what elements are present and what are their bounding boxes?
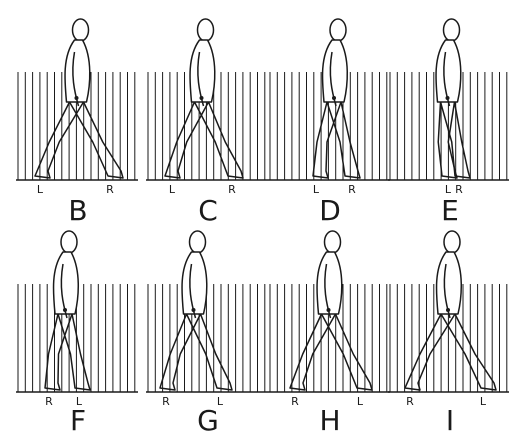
arm	[324, 263, 332, 319]
walking-figure	[159, 230, 233, 391]
center-of-mass-marker	[63, 308, 67, 312]
right-leg	[439, 101, 471, 179]
legs	[34, 101, 124, 179]
walking-figure	[289, 230, 373, 391]
legs	[312, 101, 361, 179]
legs	[44, 313, 91, 391]
arm	[443, 263, 451, 319]
center-of-mass-marker	[191, 308, 196, 312]
walking-figure	[312, 18, 361, 179]
walking-figure	[34, 18, 124, 179]
reference-grid	[389, 72, 508, 180]
right-foot-label: R	[348, 183, 356, 196]
panel-letter: B	[68, 194, 87, 227]
center-of-mass-marker	[445, 96, 450, 100]
left-foot-label: L	[357, 395, 364, 408]
reference-grid	[269, 72, 388, 180]
center-of-mass-marker	[199, 96, 204, 100]
center-of-mass-marker	[74, 96, 79, 100]
panel-letter: G	[197, 404, 219, 437]
walking-figure	[44, 230, 91, 391]
right-foot-label: R	[228, 183, 236, 196]
left-leg	[34, 101, 85, 179]
arm	[329, 51, 337, 107]
legs	[437, 101, 471, 179]
center-of-mass-marker	[326, 308, 331, 312]
left-foot-label: L	[169, 183, 176, 196]
panel-letter: F	[70, 404, 86, 437]
arm	[443, 51, 451, 107]
right-leg	[159, 313, 202, 391]
reference-grid	[269, 284, 388, 392]
center-of-mass-marker	[446, 308, 450, 312]
walking-figure	[164, 18, 244, 179]
legs	[164, 101, 244, 179]
gait-panel-h: LRH	[268, 230, 390, 437]
gait-panel-i: LRI	[388, 230, 509, 437]
left-foot-label: L	[37, 183, 44, 196]
left-leg	[164, 101, 210, 179]
panel-letter: C	[198, 194, 218, 227]
left-leg	[320, 313, 373, 391]
legs	[404, 313, 497, 391]
arm	[189, 263, 197, 319]
right-foot-label: R	[162, 395, 170, 408]
arm	[72, 51, 80, 107]
gait-panel-c: L RC	[146, 18, 268, 227]
right-leg	[193, 101, 244, 179]
right-foot-label: R	[455, 183, 463, 196]
gait-panel-d: L RD	[268, 18, 390, 227]
right-leg	[326, 101, 361, 179]
panel-letter: D	[319, 194, 341, 227]
reference-grid	[17, 72, 136, 180]
right-foot-label: R	[106, 183, 114, 196]
right-foot-label: R	[45, 395, 53, 408]
arm	[60, 263, 68, 319]
walking-figure	[404, 230, 497, 391]
left-foot-label: L	[313, 183, 320, 196]
panel-letter: H	[319, 404, 340, 437]
left-leg	[185, 313, 233, 391]
left-leg	[440, 313, 497, 391]
right-leg	[404, 313, 456, 391]
gait-panel-g: LRG	[146, 230, 268, 437]
legs	[289, 313, 373, 391]
left-foot-label: L	[76, 395, 83, 408]
walking-figure	[435, 18, 471, 179]
reference-grid	[147, 284, 266, 392]
gait-panel-f: LRF	[16, 230, 138, 437]
arm	[197, 51, 205, 107]
right-leg	[68, 101, 124, 179]
right-foot-label: R	[406, 395, 414, 408]
legs	[159, 313, 233, 391]
left-foot-label: L	[480, 395, 487, 408]
left-leg	[312, 101, 342, 179]
panel-letter: E	[441, 194, 459, 227]
left-leg	[57, 313, 91, 391]
left-foot-label: L	[445, 183, 452, 196]
right-leg	[289, 313, 337, 391]
panel-letter: I	[446, 404, 454, 437]
center-of-mass-marker	[332, 96, 336, 100]
right-foot-label: R	[291, 395, 299, 408]
right-leg	[44, 313, 73, 391]
left-leg	[437, 101, 458, 179]
left-foot-label: L	[217, 395, 224, 408]
